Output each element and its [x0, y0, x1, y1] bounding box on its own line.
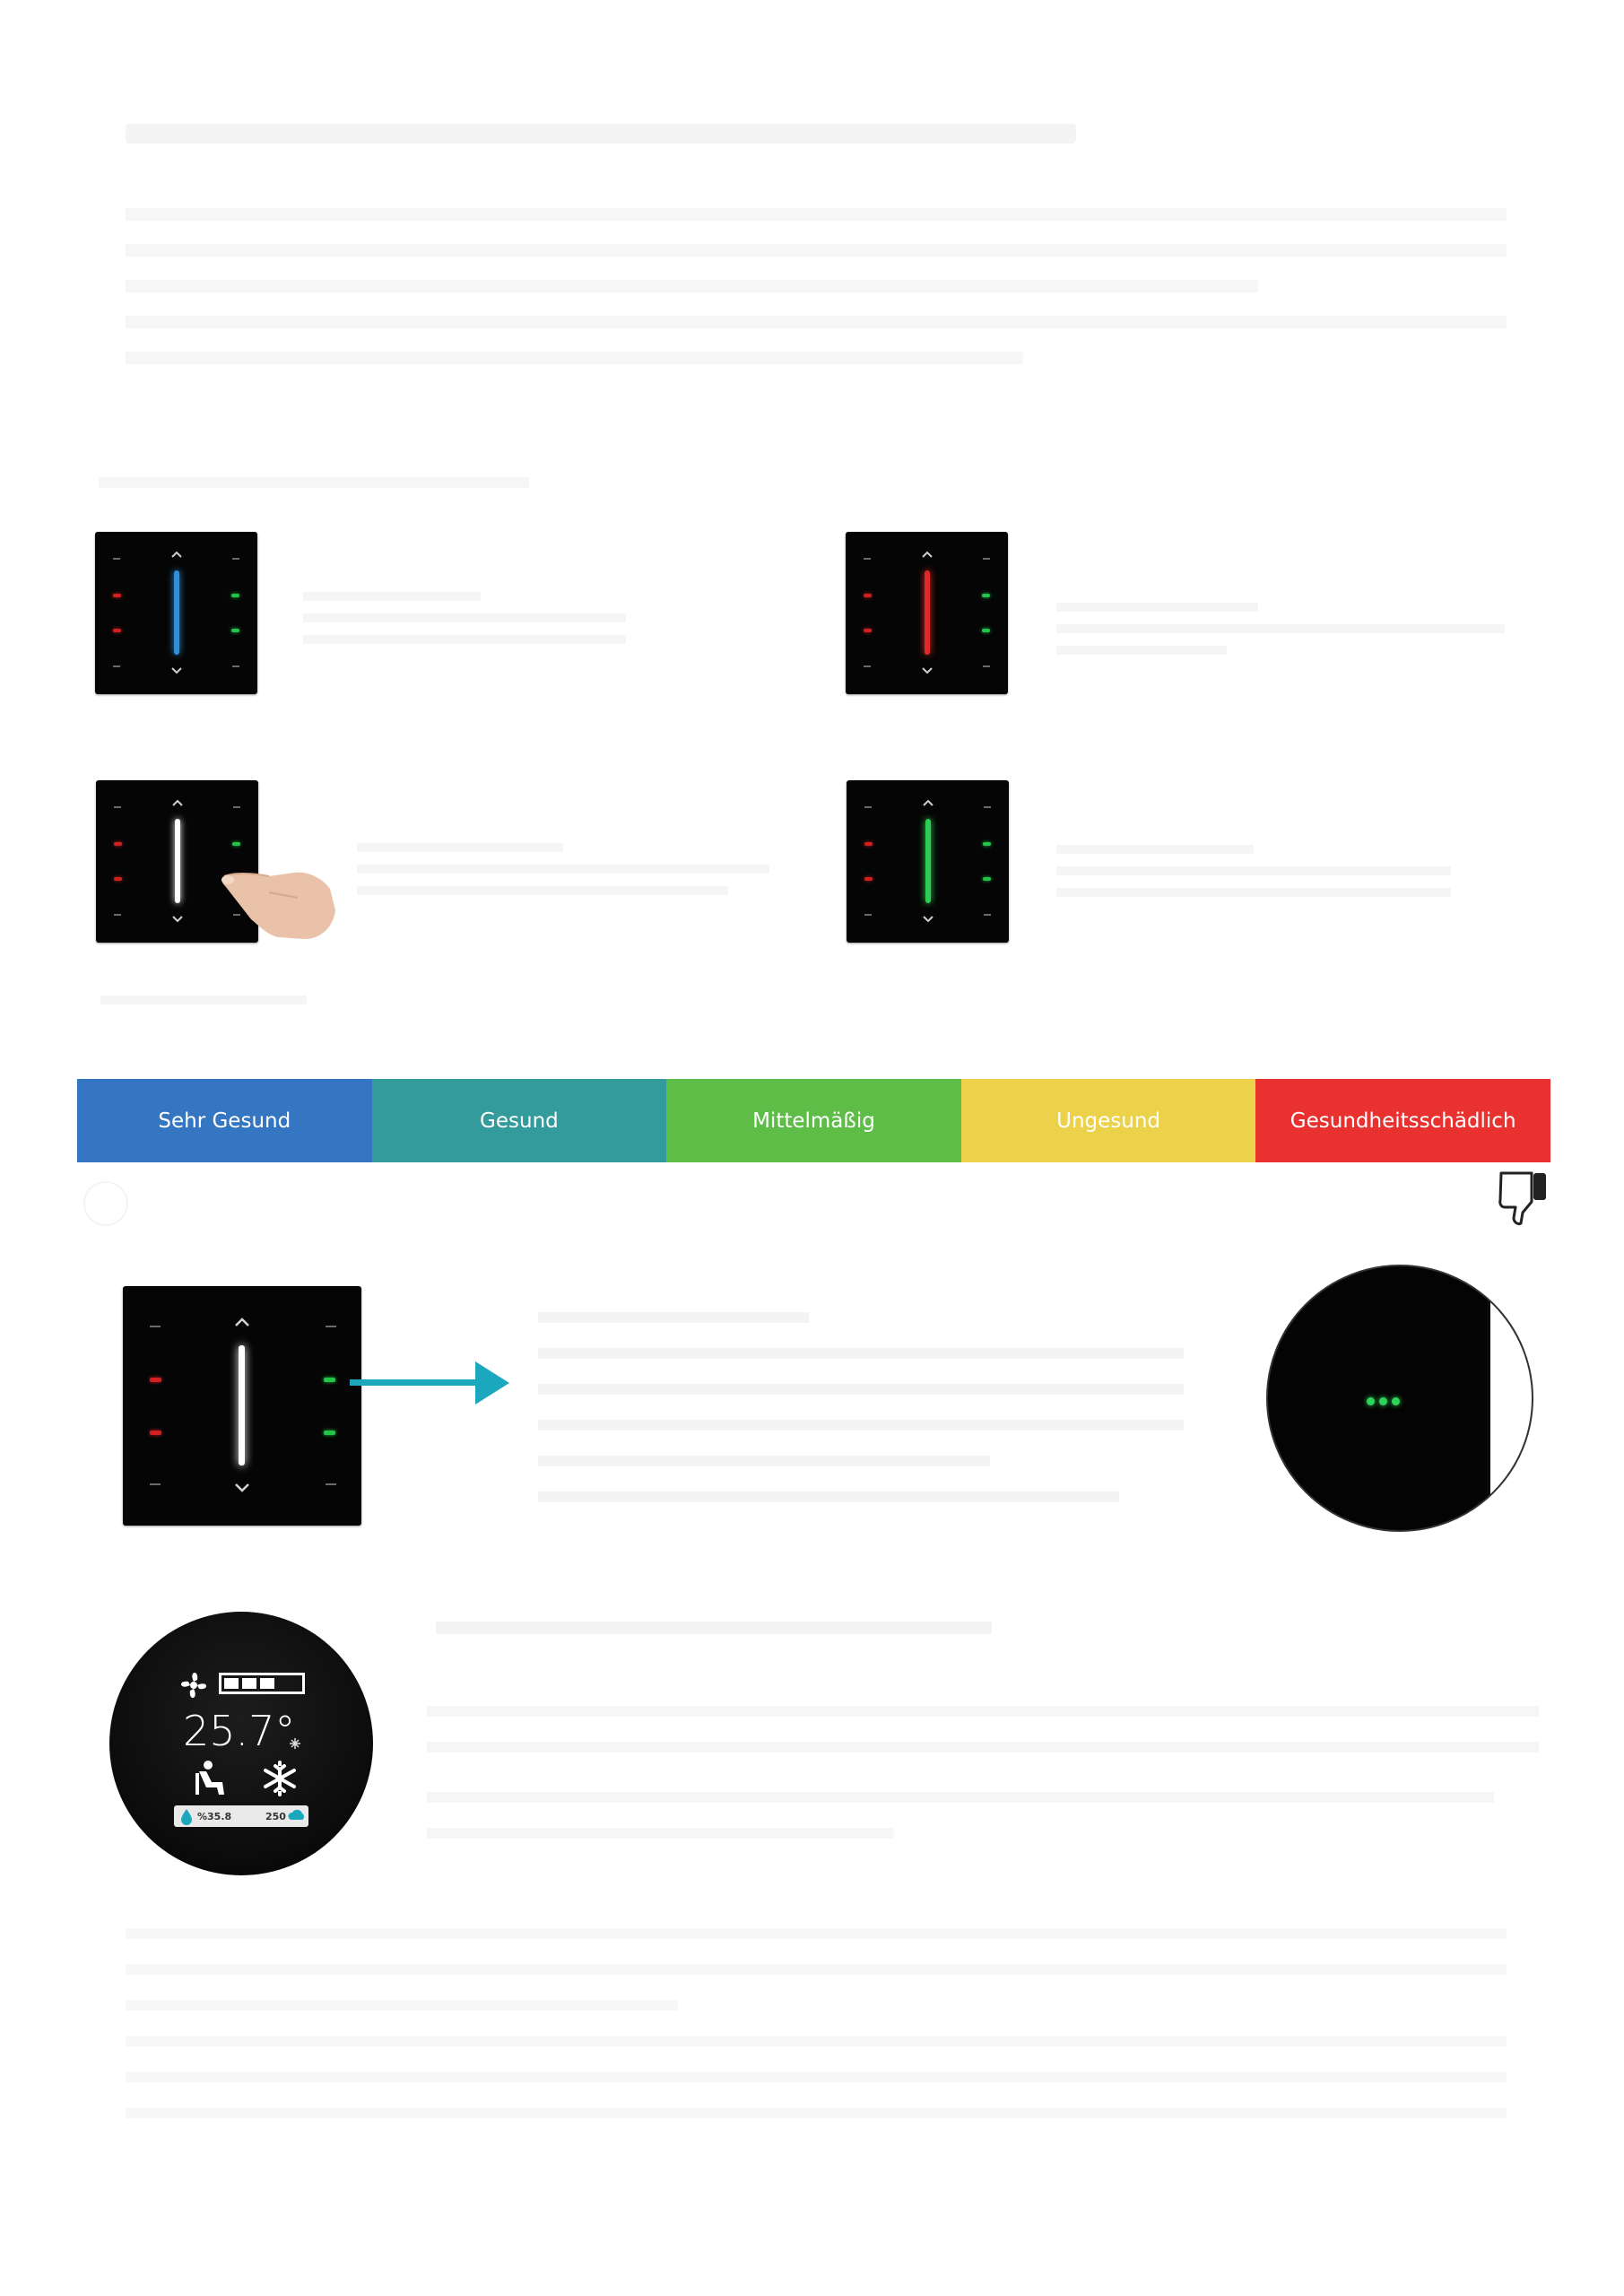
- thumbs-up-icon: [83, 1181, 128, 1226]
- arrow-right-icon: [350, 1361, 509, 1405]
- large-panel-description-placeholder: [538, 1312, 1184, 1509]
- chevron-up-icon: [923, 799, 934, 806]
- person-relax-icon: [195, 1761, 224, 1795]
- thermostat-display: 25.7° %35.8 250: [109, 1612, 373, 1875]
- cloud-icon: [288, 1809, 305, 1820]
- panel-white-footnote-placeholder: [100, 996, 307, 1006]
- snowflake-small-icon: [290, 1738, 300, 1749]
- scale-segment-healthy: Gesund: [371, 1079, 667, 1162]
- fan-speed-indicator: [219, 1673, 305, 1694]
- chevron-down-icon: [923, 916, 934, 923]
- scale-segment-unhealthy: Ungesund: [960, 1079, 1256, 1162]
- scale-segment-very-healthy: Sehr Gesund: [77, 1079, 372, 1162]
- panel-green-caption-placeholder: [1056, 845, 1451, 899]
- switch-panel-red: [846, 532, 1008, 694]
- chevron-down-icon: [172, 916, 183, 923]
- chevron-down-icon: [922, 667, 933, 674]
- intro-paragraph-placeholder: [126, 199, 1507, 370]
- switch-panel-large: [123, 1286, 361, 1526]
- scale-segment-hazardous: Gesundheitsschädlich: [1255, 1079, 1550, 1162]
- snowflake-icon: [264, 1761, 296, 1796]
- thermostat-section-heading-placeholder: [436, 1622, 992, 1636]
- closing-paragraph-placeholder: [126, 1928, 1507, 2135]
- level-bar-white: [175, 819, 180, 903]
- fan-icon: [180, 1672, 207, 1699]
- temperature-readout: 25.7°: [183, 1707, 296, 1755]
- scale-segment-moderate: Mittelmäßig: [666, 1079, 961, 1162]
- chevron-down-icon: [171, 667, 182, 674]
- panel-white-caption-placeholder: [357, 843, 769, 906]
- page-heading-placeholder: [126, 115, 1076, 154]
- panel-red-caption-placeholder: [1056, 603, 1505, 657]
- thermostat-description-placeholder: [427, 1706, 1539, 1867]
- switch-panel-blue: [95, 532, 257, 694]
- chevron-up-icon: [922, 551, 933, 558]
- switch-panel-green: [847, 780, 1009, 943]
- level-bar-white: [239, 1345, 245, 1465]
- panel-edge: [1490, 1266, 1532, 1530]
- touching-hand-icon: [221, 872, 335, 939]
- level-bar-blue: [174, 570, 179, 655]
- co2-value: 250: [265, 1811, 286, 1822]
- thumbs-down-icon: [1498, 1171, 1546, 1225]
- level-bar-green: [925, 819, 931, 903]
- humidity-value: %35.8: [197, 1811, 232, 1822]
- subheading-placeholder: [99, 477, 529, 495]
- chevron-up-icon: [235, 1318, 249, 1326]
- chevron-up-icon: [172, 799, 183, 806]
- chevron-up-icon: [171, 551, 182, 558]
- status-led-dots: [1367, 1397, 1408, 1406]
- humidity-icon: [181, 1809, 192, 1825]
- zoomed-led-detail: [1266, 1265, 1533, 1532]
- switch-panel-white-touch: [96, 780, 258, 943]
- panel-blue-caption-placeholder: [303, 592, 626, 655]
- air-quality-scale: Sehr Gesund Gesund Mittelmäßig Ungesund …: [77, 1079, 1550, 1162]
- status-bar: [174, 1805, 308, 1827]
- level-bar-red: [925, 570, 930, 655]
- chevron-down-icon: [235, 1483, 249, 1492]
